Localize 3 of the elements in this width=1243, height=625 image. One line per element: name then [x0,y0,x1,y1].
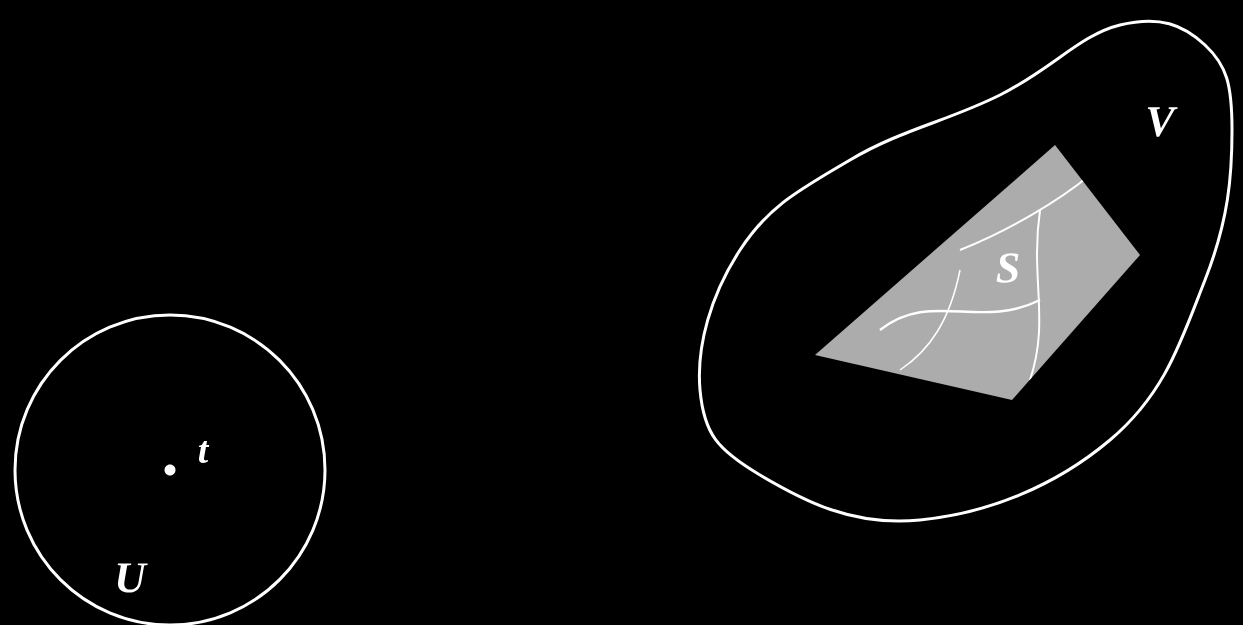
node-label: t [198,441,210,463]
textured-surface: S [815,145,1140,400]
point: t [164,441,210,476]
